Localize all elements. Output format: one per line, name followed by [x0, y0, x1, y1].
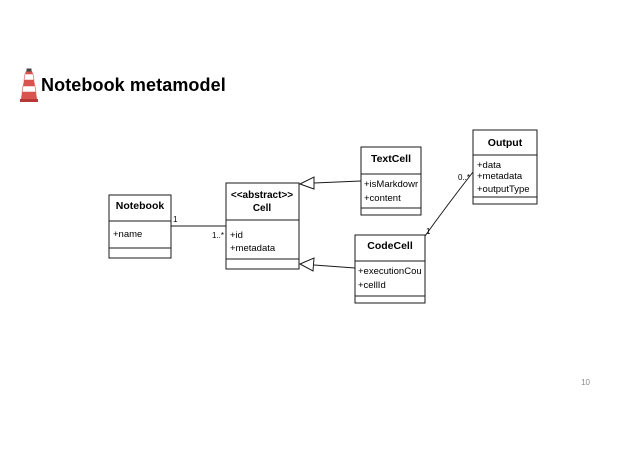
class-textcell-attr-ismarkdown: +isMarkdowr — [364, 179, 418, 190]
class-cell: <<abstract>> Cell +id +metadata — [225, 182, 300, 270]
lighthouse-logo-icon — [20, 68, 38, 102]
title-row: Notebook metamodel — [20, 68, 226, 102]
class-output-attr-data: +data — [477, 160, 502, 171]
class-codecell: CodeCell +executionCou +cellId — [354, 234, 426, 304]
generalization-textcell-cell — [298, 176, 362, 190]
slide-title: Notebook metamodel — [41, 74, 226, 95]
class-notebook: Notebook +name — [108, 194, 172, 259]
multiplicity-notebook-end: 1 — [173, 215, 178, 224]
class-notebook-attr-name: +name — [113, 229, 142, 240]
class-textcell-attr-content: +content — [364, 193, 401, 204]
association-codecell-output: 1 0..* — [424, 171, 474, 237]
multiplicity-output-end: 0..* — [458, 173, 470, 182]
class-codecell-attr-cellid: +cellId — [358, 280, 386, 291]
multiplicity-cell-end: 1..* — [212, 231, 224, 240]
class-notebook-name: Notebook — [116, 200, 165, 212]
generalization-codecell-cell — [298, 257, 356, 272]
class-cell-name: Cell — [253, 203, 272, 214]
class-output-name: Output — [488, 137, 523, 149]
class-cell-attr-id: +id — [230, 230, 243, 241]
page-number: 10 — [581, 378, 590, 387]
class-cell-stereotype: <<abstract>> — [231, 190, 293, 201]
association-notebook-cell: 1 1..* — [171, 215, 226, 240]
class-output-attr-metadata: +metadata — [477, 171, 523, 182]
class-output-attr-outputtype: +outputType — [477, 184, 530, 195]
class-codecell-attr-executioncount: +executionCou — [358, 266, 422, 277]
class-textcell: TextCell +isMarkdowr +content — [360, 146, 422, 216]
class-codecell-name: CodeCell — [367, 240, 413, 252]
multiplicity-codecell-end: 1 — [426, 227, 431, 236]
class-cell-attr-metadata: +metadata — [230, 243, 276, 254]
class-output: Output +data +metadata +outputType — [472, 129, 538, 205]
class-textcell-name: TextCell — [371, 153, 411, 165]
